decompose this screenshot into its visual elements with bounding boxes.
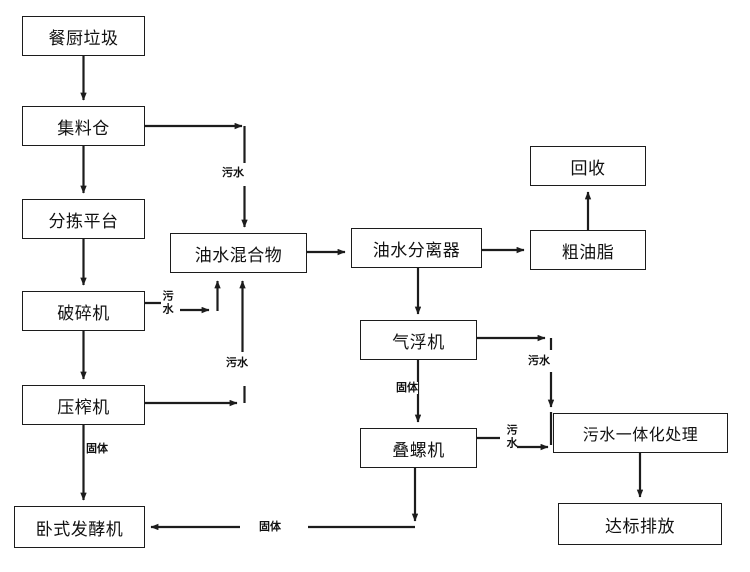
edge-label-bin-sewage: 污水 bbox=[222, 166, 244, 179]
node-oil-water-separator[interactable]: 油水分离器 bbox=[351, 228, 482, 268]
edge-label-press-solid: 固体 bbox=[86, 442, 108, 455]
node-horizontal-fermenter[interactable]: 卧式发酵机 bbox=[14, 506, 145, 548]
node-press[interactable]: 压榨机 bbox=[22, 385, 145, 425]
node-crude-oil[interactable]: 粗油脂 bbox=[530, 230, 646, 270]
node-collection-bin[interactable]: 集料仓 bbox=[22, 106, 145, 146]
edge-label-press-sewage: 污水 bbox=[226, 356, 248, 369]
edge-label-screw-sewage: 污水 bbox=[505, 424, 519, 450]
edge-label-flotation-sewage: 污水 bbox=[528, 354, 550, 367]
node-screw-press[interactable]: 叠螺机 bbox=[360, 428, 477, 468]
edge-label-bottom-solid: 固体 bbox=[259, 520, 281, 533]
node-compliant-discharge[interactable]: 达标排放 bbox=[558, 503, 722, 545]
node-oil-water-mixture[interactable]: 油水混合物 bbox=[170, 233, 307, 273]
node-sorting-platform[interactable]: 分拣平台 bbox=[22, 199, 145, 239]
node-kitchen-waste[interactable]: 餐厨垃圾 bbox=[22, 16, 145, 56]
node-crusher[interactable]: 破碎机 bbox=[22, 291, 145, 331]
node-flotation-machine[interactable]: 气浮机 bbox=[360, 320, 477, 360]
node-recycle[interactable]: 回收 bbox=[530, 146, 646, 186]
edge-label-flotation-solid: 固体 bbox=[396, 381, 418, 394]
edge-label-crusher-sewage: 污水 bbox=[161, 290, 175, 316]
node-wastewater-treatment[interactable]: 污水一体化处理 bbox=[553, 413, 728, 453]
